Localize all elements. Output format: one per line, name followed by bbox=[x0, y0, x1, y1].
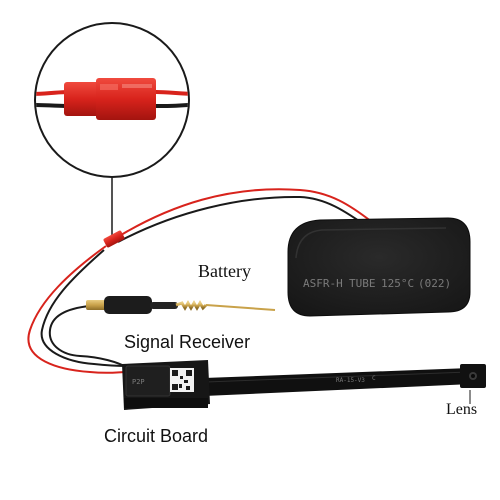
ribbon-mark: C bbox=[372, 375, 376, 382]
label-signal-receiver: Signal Receiver bbox=[124, 332, 251, 352]
battery-print-middle: TUBE bbox=[349, 277, 376, 290]
battery-print-code: (022) bbox=[418, 277, 451, 290]
battery-print-temp: 125°C bbox=[381, 277, 414, 290]
label-battery: Battery bbox=[198, 261, 251, 281]
camera-lens bbox=[460, 364, 486, 388]
module-print: P2P bbox=[132, 378, 145, 386]
circuit-board: RA-15-V3 C P2P bbox=[122, 360, 472, 410]
label-lens: Lens bbox=[446, 401, 478, 418]
inline-connector bbox=[103, 230, 125, 248]
power-wires bbox=[27, 245, 129, 374]
ribbon-print: RA-15-V3 bbox=[336, 377, 365, 384]
jst-connector-male bbox=[64, 82, 100, 116]
battery-wires bbox=[115, 188, 373, 243]
connector-closeup bbox=[34, 22, 190, 178]
label-circuit-board: Circuit Board bbox=[104, 426, 209, 446]
battery-print-left: ASFR-H bbox=[303, 277, 343, 290]
battery: ASFR-H TUBE 125°C (022) bbox=[287, 217, 471, 317]
signal-receiver bbox=[48, 296, 276, 369]
